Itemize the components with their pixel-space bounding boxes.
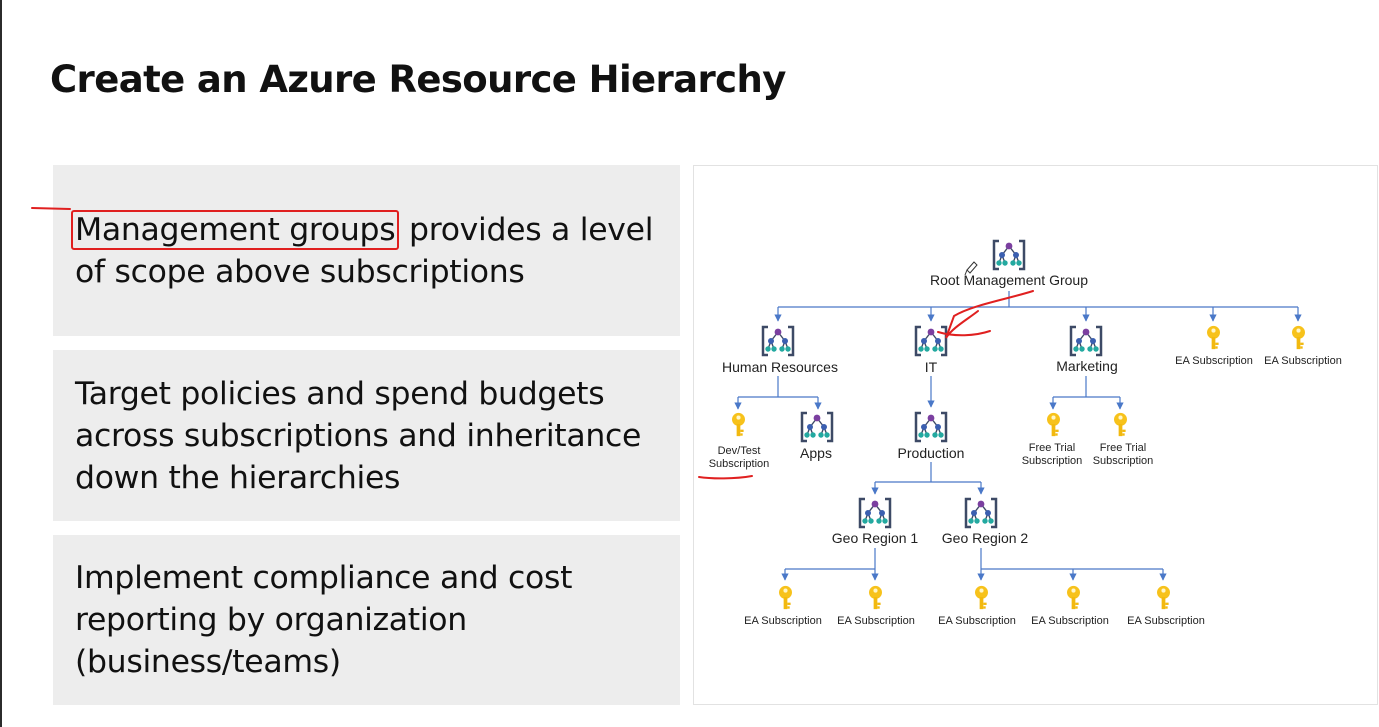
bullet-text-1: Management groups provides a level of sc…: [71, 209, 680, 293]
bullet-panel-policies: Target policies and spend budgets across…: [53, 350, 680, 521]
hierarchy-diagram-frame: [693, 165, 1378, 705]
bullet-text-1-rest: provides a level of scope above subscrip…: [75, 211, 654, 290]
bullet-panel-compliance: Implement compliance and cost reporting …: [53, 535, 680, 705]
bullet-panel-management-groups: Management groups provides a level of sc…: [53, 165, 680, 336]
slide-title: Create an Azure Resource Hierarchy: [50, 58, 786, 101]
bullet-text-2: Target policies and spend budgets across…: [75, 375, 642, 496]
window-left-border: [0, 0, 2, 727]
highlighted-term: Management groups: [71, 209, 400, 250]
bullet-text-3: Implement compliance and cost reporting …: [75, 560, 573, 680]
